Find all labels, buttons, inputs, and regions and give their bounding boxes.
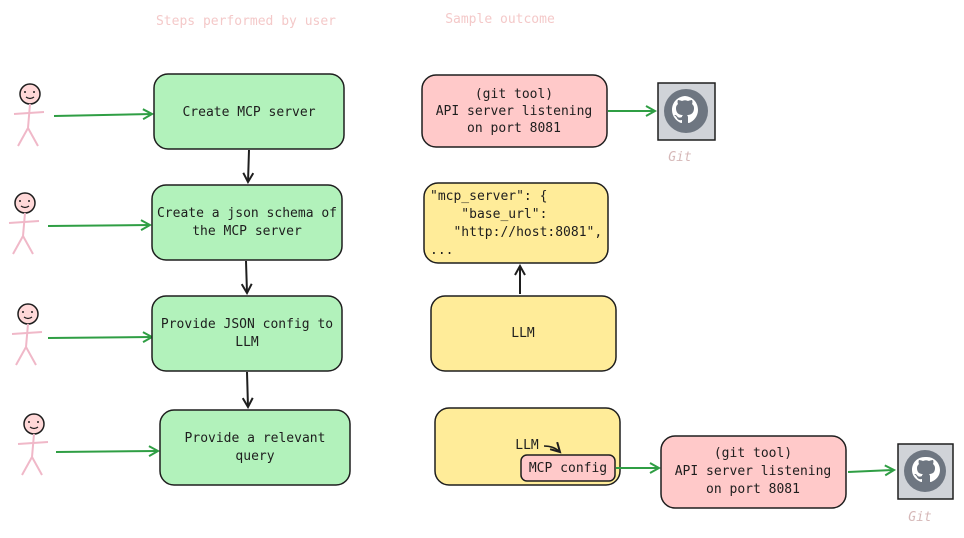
api-server-1-line-2: API server listening bbox=[436, 104, 593, 119]
api-server-1-line-3: on port 8081 bbox=[467, 121, 561, 136]
api-server-box-2: (git tool) API server listening on port … bbox=[660, 435, 847, 509]
llm-box-1: LLM bbox=[430, 295, 617, 372]
mcp-config-box: MCP config bbox=[520, 454, 616, 482]
user-arrow-1 bbox=[53, 114, 152, 116]
step-box-3: Provide JSON config to LLM bbox=[151, 295, 343, 372]
api-to-git-arrow-2 bbox=[847, 470, 894, 472]
llm-2-label: LLM bbox=[515, 438, 539, 453]
user-arrow-2 bbox=[47, 225, 150, 226]
git-label-1: Git bbox=[668, 150, 692, 165]
step-box-2: Create a json schema of the MCP server bbox=[151, 184, 343, 261]
header-steps: Steps performed by user bbox=[156, 14, 336, 29]
user-icon-3 bbox=[11, 303, 43, 366]
json-line-2: "base_url": bbox=[430, 207, 547, 222]
header-outcome: Sample outcome bbox=[445, 12, 555, 27]
step-3-line-2: LLM bbox=[235, 335, 259, 350]
user-icon-4 bbox=[17, 413, 49, 476]
git-icon-2 bbox=[897, 443, 954, 500]
step-arrow-3-4 bbox=[247, 371, 248, 407]
step-4-line-1: Provide a relevant bbox=[185, 431, 326, 446]
llm-1-label: LLM bbox=[511, 326, 535, 341]
user-arrow-3 bbox=[47, 337, 152, 338]
user-arrow-4 bbox=[55, 451, 158, 452]
json-line-3: "http://host:8081", bbox=[430, 225, 602, 240]
api-server-2-line-1: (git tool) bbox=[714, 446, 792, 461]
step-box-4: Provide a relevant query bbox=[159, 409, 351, 486]
step-1-line-1: Create MCP server bbox=[182, 105, 315, 120]
step-2-line-2: the MCP server bbox=[192, 224, 302, 239]
json-line-1: "mcp_server": { bbox=[430, 189, 547, 204]
api-server-2-line-3: on port 8081 bbox=[706, 482, 800, 497]
api-server-box-1: (git tool) API server listening on port … bbox=[421, 74, 608, 148]
git-label-2: Git bbox=[908, 510, 932, 525]
api-server-1-line-1: (git tool) bbox=[475, 87, 553, 102]
api-server-2-line-2: API server listening bbox=[675, 464, 832, 479]
json-line-4: ... bbox=[430, 243, 453, 258]
step-2-line-1: Create a json schema of bbox=[157, 206, 337, 221]
step-4-line-2: query bbox=[235, 449, 274, 464]
step-arrow-2-3 bbox=[246, 260, 247, 293]
git-icon-1 bbox=[657, 82, 716, 141]
step-box-1: Create MCP server bbox=[153, 73, 345, 150]
user-icon-2 bbox=[8, 192, 40, 255]
json-snippet-box: "mcp_server": { "base_url": "http://host… bbox=[423, 182, 609, 264]
step-3-line-1: Provide JSON config to bbox=[161, 317, 333, 332]
user-icon-1 bbox=[13, 83, 45, 147]
step-arrow-1-2 bbox=[248, 149, 249, 182]
mcp-config-label: MCP config bbox=[529, 461, 607, 476]
llm-to-config-arrow bbox=[543, 446, 560, 452]
